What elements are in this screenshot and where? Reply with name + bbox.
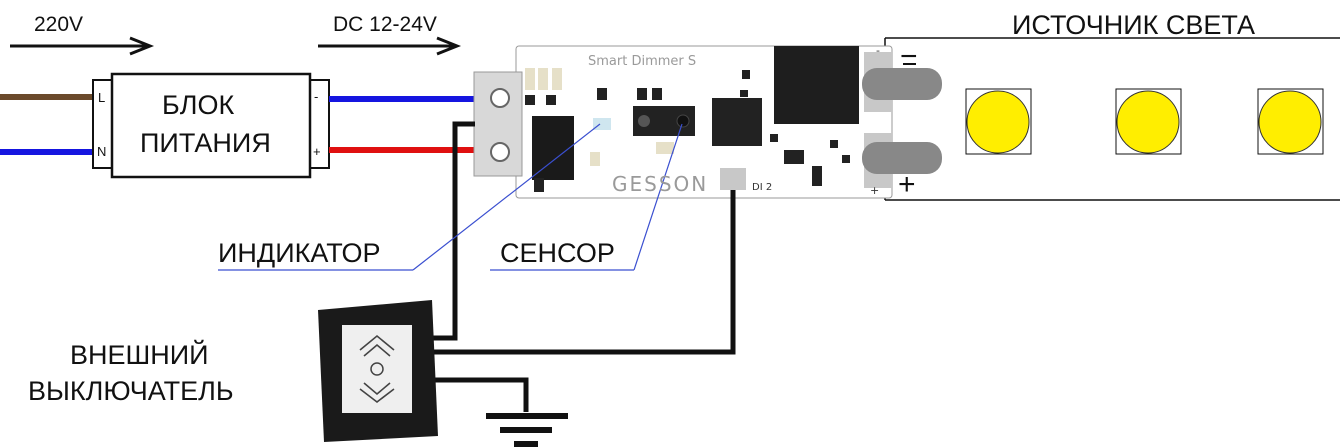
indicator-label: ИНДИКАТОР xyxy=(218,238,381,268)
pcb-minus-mark: - xyxy=(876,44,880,57)
output-voltage-label: DC 12-24V xyxy=(333,13,437,36)
arrow-dc xyxy=(318,36,462,56)
sensor-label: СЕНСОР xyxy=(500,238,615,268)
switch-wires xyxy=(430,121,736,412)
sensor-callout xyxy=(490,123,683,271)
wall-switch xyxy=(318,300,438,442)
switch-label-line2: ВЫКЛЮЧАТЕЛЬ xyxy=(28,376,234,406)
psu-terminal-minus: - xyxy=(314,89,319,104)
strip-pin-minus xyxy=(862,68,942,100)
brand-logo: GESSON xyxy=(612,172,709,196)
ground-icon xyxy=(486,413,568,447)
di2-pad xyxy=(720,168,746,190)
led-chip xyxy=(1258,90,1322,154)
psu-terminal-plus: + xyxy=(313,144,321,159)
psu-terminal-l: L xyxy=(98,90,106,105)
strip-pin-plus xyxy=(862,142,942,174)
psu-label-line1: БЛОК xyxy=(162,90,235,120)
dimmer-model-label: Smart Dimmer S xyxy=(588,54,697,69)
di2-label: DI 2 xyxy=(752,182,773,193)
indicator-callout xyxy=(218,123,601,271)
pcb-plus-mark: + xyxy=(870,184,880,197)
dimmer-board xyxy=(473,45,942,199)
switch-label-line1: ВНЕШНИЙ xyxy=(70,340,209,370)
psu-label-line2: ПИТАНИЯ xyxy=(140,128,271,158)
led-strip xyxy=(884,37,1340,201)
psu-box xyxy=(110,72,312,179)
arrow-220v xyxy=(10,36,155,56)
led-chip xyxy=(1116,90,1180,154)
strip-plus-sign: + xyxy=(898,168,916,201)
psu-terminal-n: N xyxy=(97,144,107,159)
led-chip xyxy=(966,90,1030,154)
light-source-title: ИСТОЧНИК СВЕТА xyxy=(1012,10,1255,40)
indicator-led xyxy=(593,118,611,130)
input-voltage-label: 220V xyxy=(34,13,84,36)
strip-minus-sign: − xyxy=(900,40,918,73)
